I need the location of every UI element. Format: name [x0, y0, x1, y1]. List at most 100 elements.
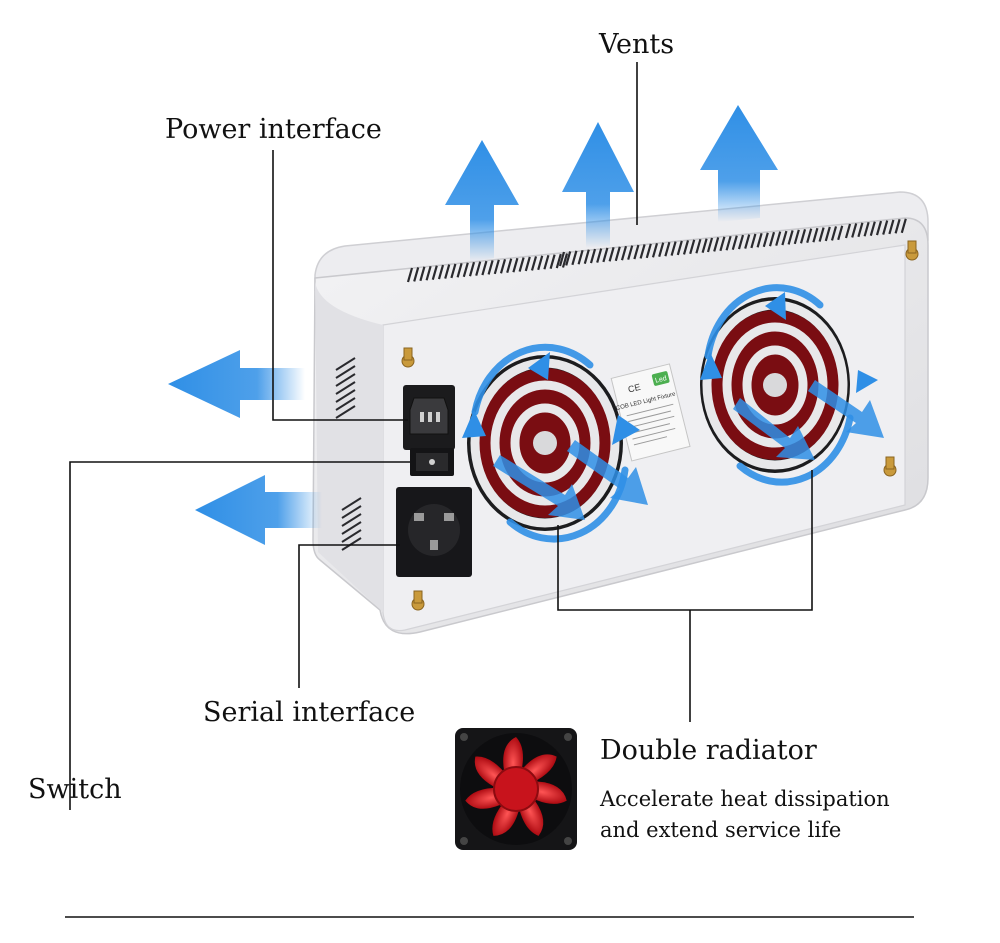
vent-slot [682, 240, 690, 255]
airflow-arrow-left-icon [168, 350, 322, 545]
vent-slot [602, 247, 609, 263]
vents-label: Vents [599, 29, 675, 60]
vent-slot [756, 233, 763, 248]
vent-slot [837, 225, 844, 241]
vent-slot [787, 230, 794, 245]
vent-slot [475, 261, 482, 276]
vent-slot [882, 220, 889, 235]
brass-screws [401, 240, 919, 611]
vent-slot [676, 240, 683, 256]
vent-slot [425, 265, 432, 281]
leader-lines [69, 62, 813, 810]
side-vents [335, 357, 362, 551]
vent-slot [875, 220, 883, 236]
vent-slot [844, 223, 852, 239]
fan-airflow-arrowheads [462, 292, 884, 520]
vent-slot [481, 260, 488, 276]
vent-slot [768, 231, 776, 247]
vent-slot [670, 241, 677, 256]
vent-slot [518, 257, 525, 272]
rocker-switch-icon [410, 448, 454, 476]
vent-slot [894, 219, 901, 234]
product-sticker: Led CE COB LED Light Fixture [610, 363, 691, 462]
vent-slot [799, 228, 807, 244]
vent-slot [565, 251, 572, 266]
vent-slot [493, 259, 500, 275]
vent-slot [824, 226, 831, 242]
vent-slot [719, 236, 726, 252]
vent-slot [689, 239, 696, 255]
vent-slot [499, 258, 507, 274]
vent-slot [561, 253, 569, 268]
vent-slot [713, 237, 720, 252]
vent-slot [695, 238, 702, 254]
sticker-brand: Led [655, 375, 668, 385]
vent-slot [487, 260, 494, 275]
vent-slot [558, 251, 566, 267]
vent-slot [725, 235, 732, 251]
vent-slot [851, 223, 858, 238]
vent-slot [633, 244, 640, 260]
vent-slot [731, 235, 738, 250]
vent-slot [744, 234, 751, 249]
vent-slot [645, 243, 652, 259]
vent-slot [506, 258, 513, 274]
power-socket-icon [403, 385, 455, 450]
switch-label: Switch [28, 774, 122, 805]
vent-slot [571, 250, 578, 266]
vent-slot [608, 247, 615, 262]
vent-slot [706, 237, 714, 253]
airflow-arrow-icon [445, 105, 778, 262]
vent-slot [419, 266, 426, 282]
vent-slot [664, 241, 671, 257]
vent-slot [437, 264, 445, 280]
vent-slot [620, 245, 628, 261]
vent-slot [614, 246, 621, 262]
top-vents [406, 218, 907, 283]
vent-slot [413, 267, 420, 282]
vent-slot [530, 256, 538, 271]
universal-outlet-icon [396, 487, 472, 577]
vent-slot [468, 261, 476, 277]
vent-slot [888, 219, 895, 235]
vent-slot [658, 242, 665, 258]
vent-slot [406, 267, 414, 283]
vent-slot [750, 233, 757, 249]
vent-slot [431, 265, 438, 280]
vent-slot [863, 221, 870, 237]
vent-slot [450, 263, 457, 279]
vent-slot [793, 229, 800, 245]
vent-slot [639, 244, 646, 259]
vent-slot [543, 254, 550, 270]
vent-slot [456, 263, 463, 278]
radiator-desc-line1: Accelerate heat dissipation [600, 787, 890, 811]
vent-slot [444, 264, 451, 279]
power-interface-label: Power interface [165, 114, 382, 145]
vent-slot [577, 249, 584, 265]
vent-slot [812, 227, 819, 243]
vent-slot [589, 248, 597, 264]
cooling-fan-right [700, 297, 850, 473]
vent-slot [651, 242, 659, 258]
vent-slot [524, 256, 531, 272]
vent-slot [512, 257, 519, 273]
vent-slot [737, 234, 745, 250]
vent-slot [701, 238, 708, 253]
vent-slot [762, 232, 769, 248]
vent-slot [869, 221, 876, 236]
vent-slot [857, 222, 864, 238]
vent-slot [549, 254, 556, 269]
radiator-desc-line2: and extend service life [600, 818, 842, 842]
vent-slot [583, 249, 590, 264]
vent-slot [462, 262, 469, 278]
sticker-ce-mark: CE [627, 382, 642, 395]
vent-slot [818, 227, 825, 242]
vent-slot [555, 253, 562, 269]
vent-slot [830, 226, 838, 241]
vent-slot [900, 218, 907, 234]
cooling-fan-left [467, 355, 623, 531]
double-radiator-label: Double radiator [600, 735, 817, 766]
vent-slot [806, 228, 813, 244]
vent-slot [781, 230, 788, 246]
